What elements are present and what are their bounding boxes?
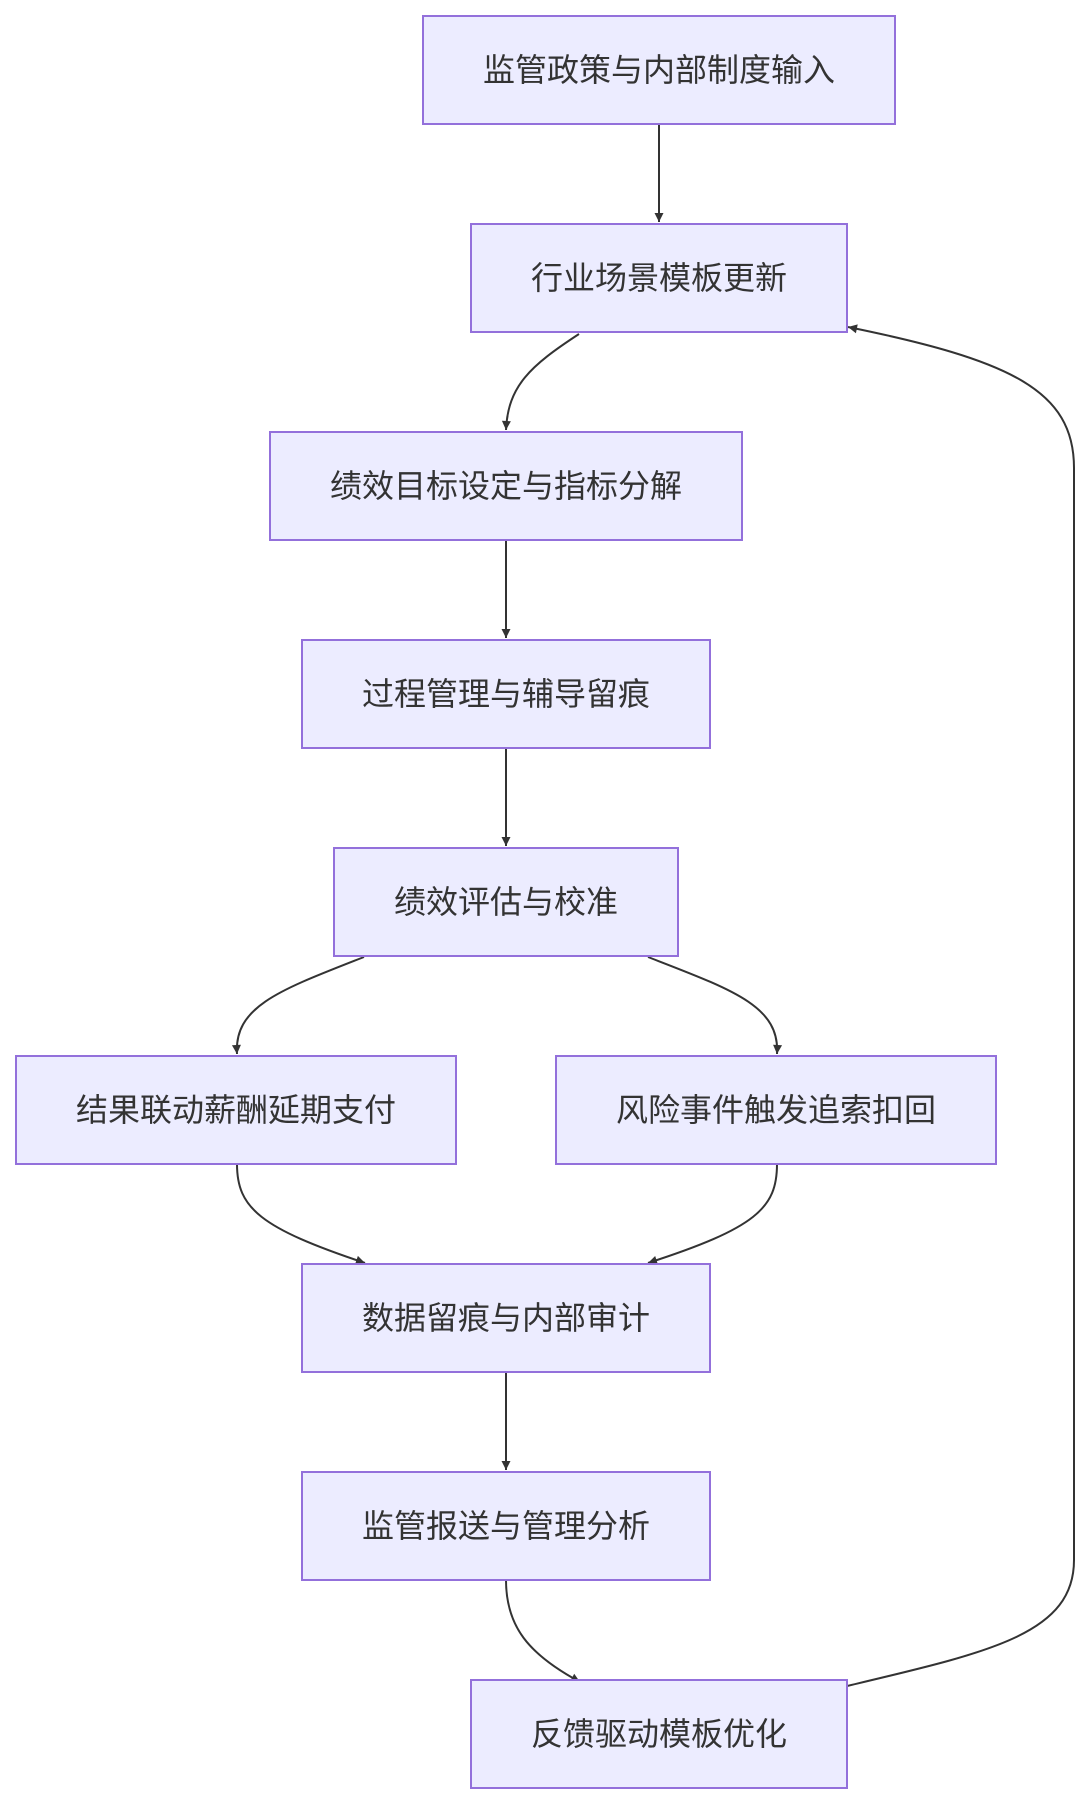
edge-n5-n6 xyxy=(231,956,365,1055)
node-label: 结果联动薪酬延期支付 xyxy=(76,1091,396,1129)
node-data-audit[interactable]: 数据留痕与内部审计 xyxy=(301,1263,711,1373)
node-regulatory-policy-input[interactable]: 监管政策与内部制度输入 xyxy=(422,15,896,125)
node-label: 监管政策与内部制度输入 xyxy=(483,51,835,89)
node-label: 风险事件触发追索扣回 xyxy=(616,1091,936,1129)
node-risk-clawback[interactable]: 风险事件触发追索扣回 xyxy=(555,1055,997,1165)
node-goal-setting[interactable]: 绩效目标设定与指标分解 xyxy=(269,431,743,541)
node-label: 过程管理与辅导留痕 xyxy=(362,675,650,713)
node-label: 反馈驱动模板优化 xyxy=(531,1715,787,1753)
edge-n7-n8 xyxy=(647,1163,778,1265)
node-compensation-deferral[interactable]: 结果联动薪酬延期支付 xyxy=(15,1055,457,1165)
edge-n5-n7 xyxy=(647,956,783,1055)
node-label: 行业场景模板更新 xyxy=(531,259,787,297)
node-process-management[interactable]: 过程管理与辅导留痕 xyxy=(301,639,711,749)
node-label: 绩效目标设定与指标分解 xyxy=(330,467,682,505)
edge-n9-n10 xyxy=(505,1579,581,1683)
node-label: 数据留痕与内部审计 xyxy=(362,1299,650,1337)
edge-n10-n2 xyxy=(846,324,1075,1687)
edge-n2-n3 xyxy=(501,333,580,431)
node-industry-template-update[interactable]: 行业场景模板更新 xyxy=(470,223,848,333)
edge-n6-n8 xyxy=(236,1163,366,1265)
node-label: 绩效评估与校准 xyxy=(394,883,618,921)
node-feedback-optimization[interactable]: 反馈驱动模板优化 xyxy=(470,1679,848,1789)
node-performance-evaluation[interactable]: 绩效评估与校准 xyxy=(333,847,679,957)
node-label: 监管报送与管理分析 xyxy=(362,1507,650,1545)
node-regulatory-reporting[interactable]: 监管报送与管理分析 xyxy=(301,1471,711,1581)
